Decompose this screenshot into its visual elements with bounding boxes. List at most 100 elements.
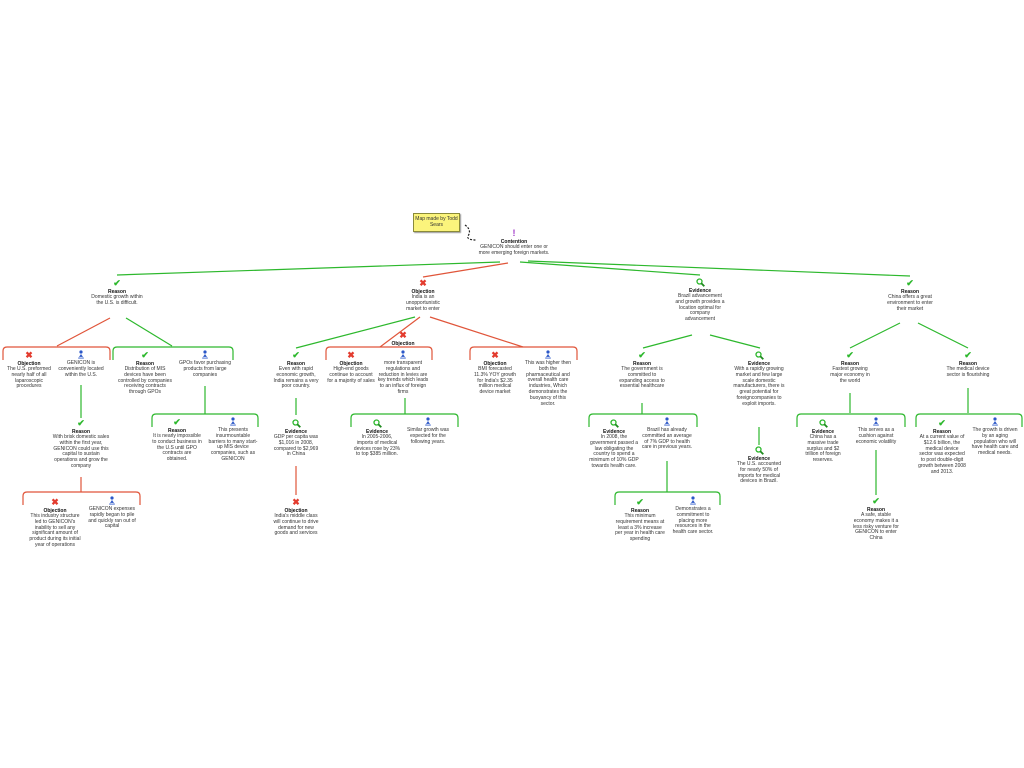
node-text: Fastest growing major economy in the wor… <box>830 366 870 384</box>
info-node[interactable]: The growth is driven by an aging populat… <box>971 417 1019 457</box>
node-text: Even with rapid economic growth, India r… <box>273 366 319 390</box>
information-person-icon <box>641 417 693 426</box>
info-node[interactable]: Similar growth was expected for the foll… <box>403 417 453 445</box>
node-text: Domestic growth within the U.S. is diffi… <box>91 294 143 306</box>
node-text: The U.S. accounted for nearly 50% of imp… <box>736 461 782 485</box>
node-type-label: Reason <box>958 361 978 367</box>
info-node[interactable]: GENICON is conveniently located within t… <box>58 350 104 378</box>
objection-node[interactable]: ✖Objection <box>383 330 423 348</box>
check-icon: ✔ <box>113 278 121 288</box>
author-note[interactable]: Map made by Todd Sears <box>413 213 460 232</box>
info-node[interactable]: This presents insurmountable barriers to… <box>207 417 259 463</box>
node-type-label: Contention <box>500 239 528 245</box>
check-icon: ✔ <box>938 418 946 428</box>
check-icon: ✔ <box>906 278 914 288</box>
info-node[interactable]: This was higher then both the pharmaceut… <box>522 350 574 407</box>
node-text: BMI forecasted 11.3% YOY growth for Indi… <box>474 366 516 396</box>
information-person-icon <box>971 417 1019 426</box>
node-text: This was higher then both the pharmaceut… <box>524 360 572 407</box>
node-text: High-end goods continue to account for a… <box>327 366 375 384</box>
node-type-label: Evidence <box>285 429 307 435</box>
information-person-icon <box>58 350 104 359</box>
information-person-icon <box>669 496 717 505</box>
node-text: Similar growth was expected for the foll… <box>407 427 449 445</box>
check-icon: ✔ <box>872 496 880 506</box>
node-type-label: Reason <box>866 507 886 513</box>
node-text: The medical device sector is flourishing <box>946 366 990 378</box>
cross-icon: ✖ <box>25 350 33 360</box>
node-text: With a rapidly growing market and few la… <box>733 366 785 407</box>
info-node[interactable]: more transparent regulations and reducti… <box>376 350 430 396</box>
info-node[interactable]: Demonstrates a commitment to placing mor… <box>669 496 717 536</box>
info-node[interactable]: GENICON expenses rapidly began to pile a… <box>86 496 138 530</box>
check-icon: ✔ <box>636 497 644 507</box>
node-type-label: Reason <box>71 429 91 435</box>
information-person-icon <box>852 417 900 426</box>
node-type-label: Evidence <box>748 456 770 462</box>
node-text: India is an unopportunistic market to en… <box>406 294 440 312</box>
node-type-label: Reason <box>900 289 920 295</box>
magnifier-icon <box>272 419 320 428</box>
node-text: This industry structure led to GENICON's… <box>29 513 81 548</box>
node-type-label: Evidence <box>689 288 711 294</box>
node-text: GDP per capita was $1,016 in 2008, compa… <box>273 434 319 458</box>
link-contention-reason-china <box>527 260 911 277</box>
information-person-icon <box>376 350 430 359</box>
node-type-label: Reason <box>107 289 127 295</box>
node-text: This presents insurmountable barriers to… <box>208 427 258 462</box>
node-text: Brazil has already committed an average … <box>641 427 693 451</box>
link-contention-objection-india <box>422 262 509 278</box>
node-type-label: Reason <box>840 361 860 367</box>
information-person-icon <box>207 417 259 426</box>
cross-icon: ✖ <box>419 278 427 288</box>
node-text: China offers a great environment to ente… <box>887 294 933 312</box>
information-person-icon <box>178 350 232 359</box>
node-type-label: Objection <box>17 361 41 367</box>
node-type-label: Reason <box>286 361 306 367</box>
cross-icon: ✖ <box>51 497 59 507</box>
node-text: Brazil advancement and growth provides a… <box>675 293 725 323</box>
node-text: With brisk domestic sales within the fir… <box>52 434 110 469</box>
node-type-label: Evidence <box>812 429 834 435</box>
info-node[interactable]: This serves as a cushion against economi… <box>852 417 900 445</box>
cross-icon: ✖ <box>399 330 407 340</box>
node-type-label: Objection <box>391 341 415 347</box>
info-node[interactable]: Brazil has already committed an average … <box>641 417 693 451</box>
link-contention-evidence-brazil <box>519 261 701 276</box>
magnifier-icon <box>733 351 785 360</box>
exclamation-icon: ! <box>512 228 516 238</box>
node-type-label: Evidence <box>748 361 770 367</box>
node-type-label: Reason <box>167 428 187 434</box>
node-text: Distribution of MIS devices have been co… <box>118 366 172 396</box>
info-node[interactable]: GPOs favor purchasing products from larg… <box>178 350 232 378</box>
check-icon: ✔ <box>77 418 85 428</box>
node-text: This serves as a cushion against economi… <box>855 427 897 445</box>
